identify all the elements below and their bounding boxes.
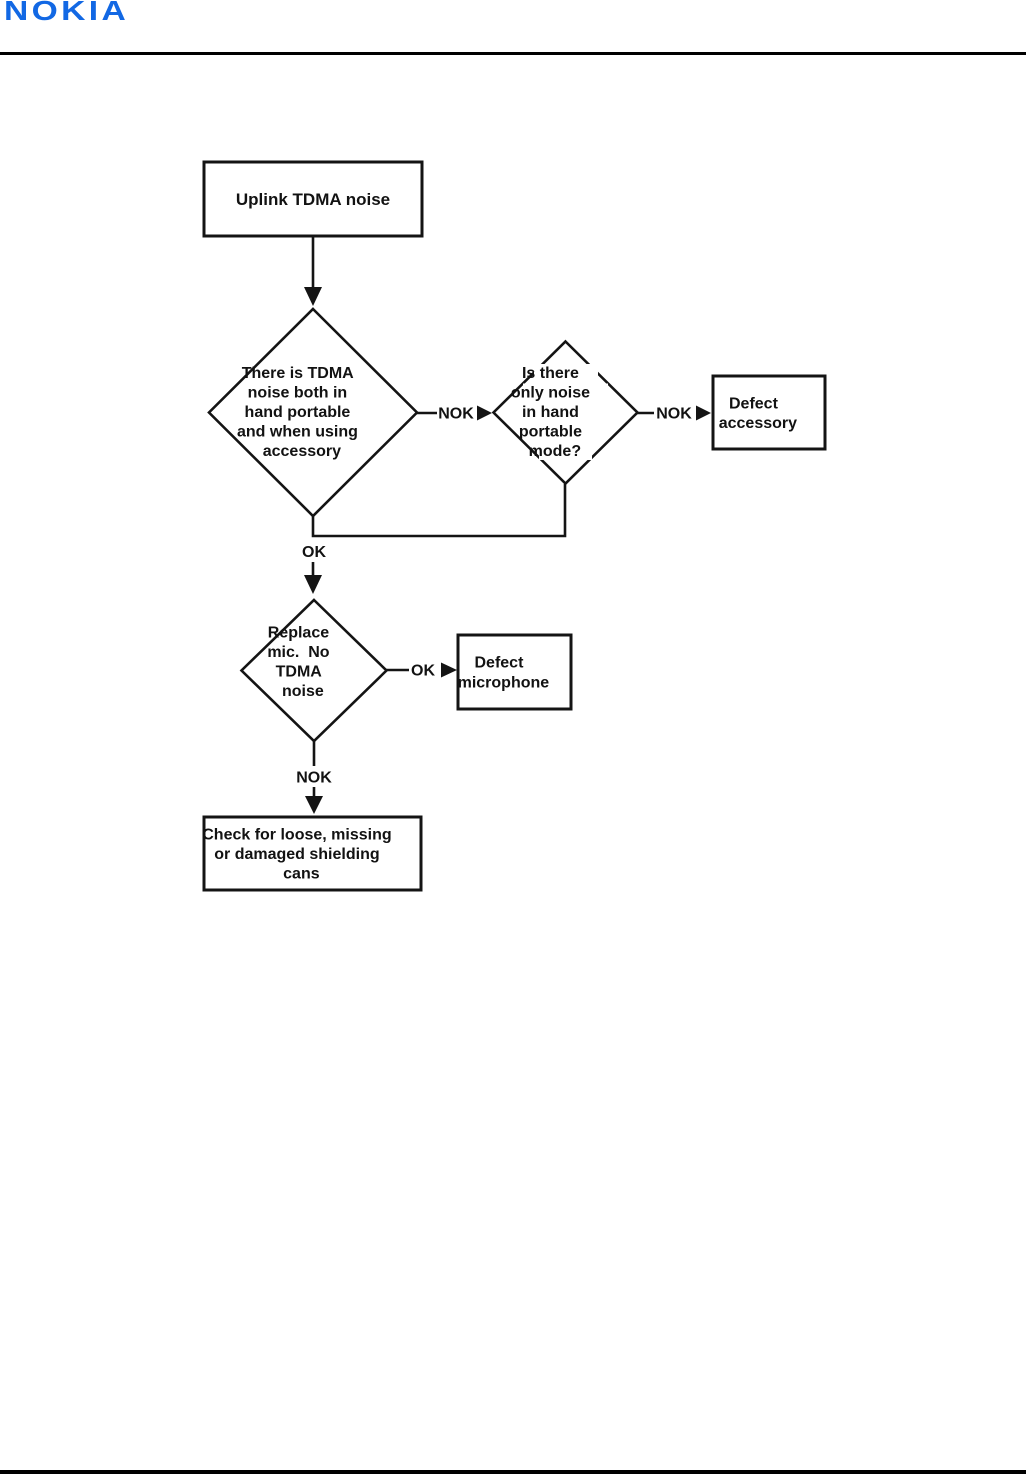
edge-label-nok3: NOK — [296, 770, 332, 787]
defect-microphone-box — [456, 633, 573, 711]
defect-microphone-label: Defect microphone — [0, 0, 571, 692]
defect-accessory-box — [711, 374, 827, 451]
check-shielding-box — [202, 815, 423, 892]
start-box-label: Uplink TDMA noise — [236, 190, 390, 209]
decision2-diamond — [491, 339, 640, 486]
edge-ok-join — [311, 484, 567, 538]
nokia-logo: NOKIA — [4, 0, 130, 27]
check-shielding-label: Check for loose, missing or damaged shie… — [0, 0, 423, 883]
edge-label-nok2: NOK — [656, 406, 692, 423]
decision2-text-backing — [536, 403, 596, 421]
arrowhead-decision2-nok — [696, 405, 711, 421]
arrowhead-ok-to-decision3 — [304, 575, 322, 594]
arrowhead-start-to-decision1 — [304, 287, 322, 306]
defect-accessory-label: Defect accessory — [0, 0, 819, 432]
header-rule — [0, 52, 1026, 55]
edge-label-nok1: NOK — [438, 406, 474, 423]
decision2-text-backing — [534, 364, 598, 382]
arrowhead-nok-to-checkbox — [305, 796, 323, 814]
footer-rule — [0, 1470, 1026, 1474]
decision1-label: There is TDMA noise both in hand portabl… — [0, 0, 389, 460]
decision2-text-backing — [539, 442, 592, 460]
arrowhead-decision1-nok — [477, 405, 492, 421]
decision2-text-backing — [531, 422, 600, 441]
decision3-label: Replace mic. No TDMA noise — [0, 0, 361, 700]
edge-label-ok1: OK — [302, 544, 326, 561]
decision2-label: Is there only noise in hand portable mod… — [0, 0, 621, 460]
arrowhead-decision3-ok — [441, 662, 457, 678]
edge-label-ok2: OK — [411, 663, 435, 680]
decision2-text-backing — [523, 383, 608, 402]
